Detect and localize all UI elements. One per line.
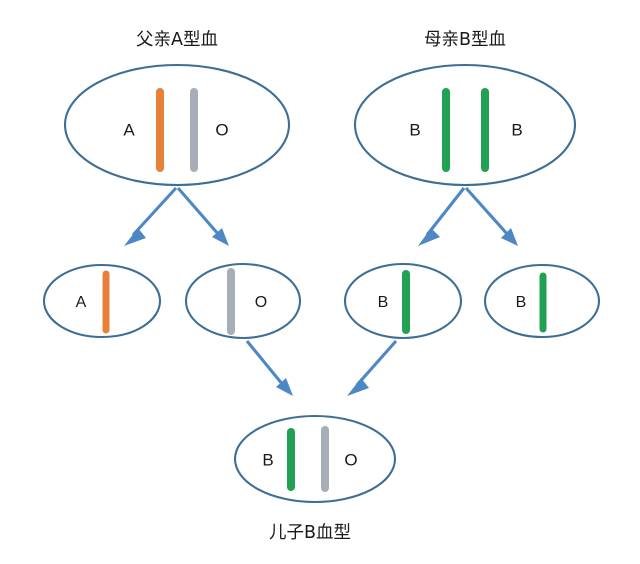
mother-caption: 母亲B型血 (424, 30, 506, 50)
arrow-gamete-b-to-child (347, 339, 398, 396)
child-caption: 儿子B血型 (269, 523, 351, 543)
arrow-head-father-left (124, 228, 146, 246)
gamete-o-outline (184, 262, 302, 340)
gamete-cell-b-2: B (483, 263, 601, 339)
mother-cell: B B (353, 63, 577, 187)
arrow-mother-to-gamete-b-2 (464, 186, 518, 246)
father-cell: A O (63, 63, 291, 187)
gamete-cell-a: A (42, 263, 162, 339)
child-cell: B O (233, 414, 397, 504)
arrow-father-to-gamete-a (124, 186, 178, 246)
father-caption: 父亲A型血 (136, 30, 218, 50)
arrow-head-child-left (276, 378, 293, 396)
child-allele-label-b: B (262, 450, 273, 469)
father-allele-label-a: A (123, 120, 135, 139)
arrow-gamete-o-to-child (245, 340, 293, 396)
gamete-cell-o: O (184, 262, 302, 340)
mother-allele-label-b-2: B (511, 120, 522, 139)
gamete-a-outline (42, 263, 162, 339)
father-allele-label-o: O (215, 120, 228, 139)
arrow-head-mother-right (501, 228, 518, 246)
gamete-b-1-label: B (378, 294, 389, 311)
gamete-o-label: O (255, 294, 267, 311)
arrow-head-child-right (347, 378, 369, 396)
mother-allele-label-b-1: B (409, 120, 420, 139)
gamete-a-label: A (76, 294, 87, 311)
arrow-head-father-right (212, 228, 229, 246)
gamete-b-2-label: B (516, 294, 527, 311)
arrow-father-to-gamete-o (176, 186, 229, 246)
gamete-cell-b-1: B (343, 262, 463, 340)
child-cell-outline (233, 414, 397, 504)
father-cell-outline (63, 63, 291, 187)
arrow-mother-to-gamete-b-1 (418, 187, 466, 246)
mother-cell-outline (353, 63, 577, 187)
child-allele-label-o: O (344, 450, 357, 469)
arrow-head-mother-left (418, 228, 440, 246)
